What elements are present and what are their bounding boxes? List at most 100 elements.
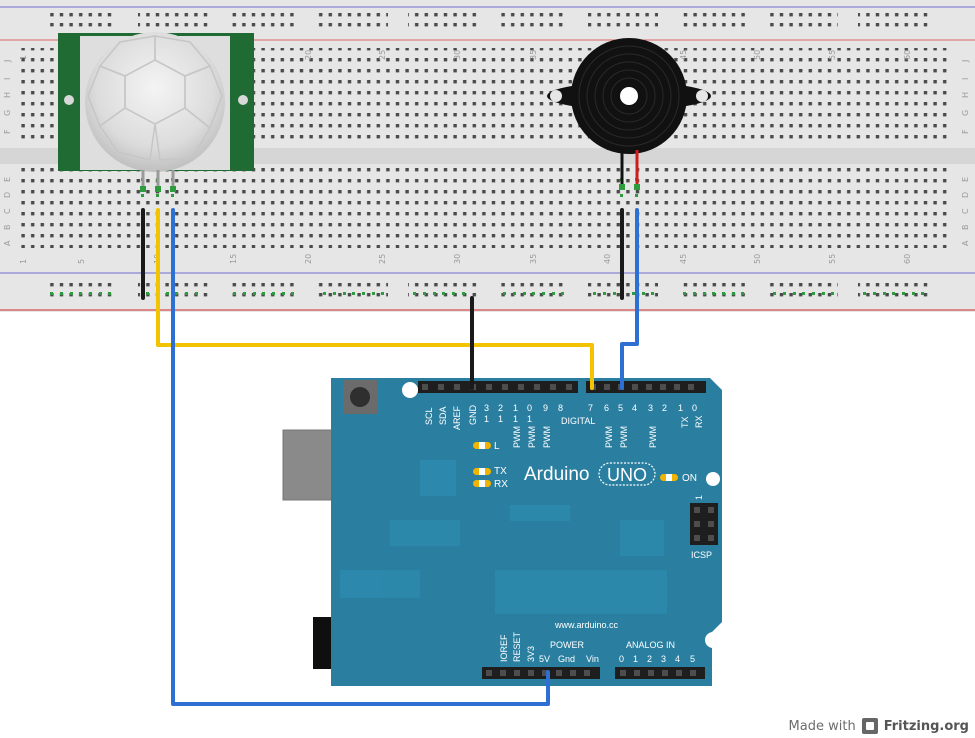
pin-digit: 0 [692, 403, 697, 413]
digital-header [418, 381, 706, 393]
pin-digit: 2 [498, 403, 503, 413]
col-num: 20 [304, 254, 313, 264]
fritzing-credit: Made with Fritzing.org [789, 718, 969, 734]
piezo-buzzer [547, 38, 711, 190]
wire-buzzer-signal [620, 208, 639, 390]
row-letter: J [3, 60, 12, 63]
txrx-label: TX [680, 416, 690, 428]
bottom-power-rail [0, 272, 975, 311]
col-num: 25 [378, 50, 387, 60]
pwm-label: PWM [619, 426, 629, 448]
pin-digit: 1 [484, 414, 489, 424]
col-num: 25 [378, 254, 387, 264]
col-num: 30 [453, 254, 462, 264]
power-pin-label: Gnd [558, 654, 575, 664]
row-letter: H [3, 92, 12, 98]
pin-digit: 2 [662, 403, 667, 413]
row-letter: B [961, 225, 970, 231]
analog-pin-label: 1 [633, 654, 638, 664]
power-pin-label: RESET [512, 631, 522, 662]
pin-digit: 1 [678, 403, 683, 413]
pir-sensor [58, 32, 254, 192]
analog-pin-label: 0 [619, 654, 624, 664]
col-num: 20 [304, 50, 313, 60]
power-pin-label: 3V3 [526, 646, 536, 662]
uno-badge [598, 462, 656, 486]
icsp-label: ICSP [691, 550, 712, 560]
col-num: 30 [453, 50, 462, 60]
power-pin-label: IOREF [499, 634, 509, 662]
pin-digit: 1 [498, 414, 503, 424]
col-num: 5 [77, 259, 86, 264]
pin-digit: 5 [618, 403, 623, 413]
arduino-uno: SCL SDA AREF GND 3 2 1 0 9 8 1 1 1 1 DIG… [282, 378, 722, 686]
row-letter: G [3, 110, 12, 116]
col-num: 1 [19, 259, 28, 264]
col-num: 55 [828, 254, 837, 264]
pin-digit: 3 [484, 403, 489, 413]
icsp-header [690, 503, 718, 545]
wire-pir-vcc [171, 208, 550, 706]
pin-label: AREF [452, 405, 462, 430]
arduino-brand: Arduino [524, 464, 590, 485]
analog-label: ANALOG IN [626, 640, 675, 650]
row-letter: E [3, 177, 12, 182]
pin-label: SDA [438, 406, 448, 425]
pwm-label: PWM [512, 426, 522, 448]
row-letter: A [3, 240, 12, 246]
col-num: 60 [903, 50, 912, 60]
led-rx-label: RX [494, 479, 508, 490]
col-num: 40 [603, 254, 612, 264]
wires [141, 208, 639, 706]
arduino-url: www.arduino.cc [554, 620, 619, 630]
pin-label: GND [468, 405, 478, 426]
power-header [482, 667, 705, 679]
row-letter: F [961, 129, 970, 134]
power-pin-label: Vin [586, 654, 599, 664]
row-letter: F [3, 129, 12, 134]
txrx-label: RX [694, 415, 704, 428]
pin-digit: 1 [513, 403, 518, 413]
row-letter: E [961, 177, 970, 182]
pin-digit: 7 [588, 403, 593, 413]
on-label: ON [682, 473, 697, 484]
pin-digit: 9 [543, 403, 548, 413]
credit-text: Made with [788, 718, 856, 734]
analog-pin-label: 2 [647, 654, 652, 664]
row-letter: H [961, 92, 970, 98]
col-num: 50 [753, 50, 762, 60]
row-letter: D [961, 192, 970, 198]
onboard-leds [473, 442, 678, 487]
analog-pin-label: 5 [690, 654, 695, 664]
analog-pin-label: 3 [661, 654, 666, 664]
credit-brand[interactable]: Fritzing.org [883, 718, 969, 734]
col-num: 45 [679, 254, 688, 264]
pin-digit: 0 [527, 403, 532, 413]
col-num: 55 [828, 50, 837, 60]
row-letter: D [3, 192, 12, 198]
power-pin-label: 5V [539, 654, 550, 664]
pin-digit: 8 [558, 403, 563, 413]
power-label: POWER [550, 640, 585, 650]
pin-digit: 1 [513, 414, 518, 424]
row-letters-left: J I H G F E D C B A [3, 60, 12, 246]
col-num: 1 [19, 55, 28, 60]
row-letter: I [961, 78, 970, 80]
pin-digit: 3 [648, 403, 653, 413]
fritzing-logo-icon [861, 718, 878, 734]
analog-pin-label: 4 [675, 654, 680, 664]
column-numbers-bottom: 1 5 10 15 20 25 30 35 40 45 50 55 60 [19, 254, 912, 264]
col-num: 35 [529, 50, 538, 60]
row-letter: A [961, 240, 970, 246]
row-letter: I [3, 78, 12, 80]
col-num: 45 [679, 50, 688, 60]
row-letter: G [961, 110, 970, 116]
icsp-pin1-label: 1 [694, 495, 704, 500]
row-letter: C [961, 208, 970, 214]
row-letters-right: J I H G F E D C B A [961, 60, 970, 246]
led-l-label: L [494, 441, 500, 452]
col-num: 15 [229, 254, 238, 264]
pwm-label: PWM [648, 426, 658, 448]
wire-pir-signal [156, 208, 594, 390]
